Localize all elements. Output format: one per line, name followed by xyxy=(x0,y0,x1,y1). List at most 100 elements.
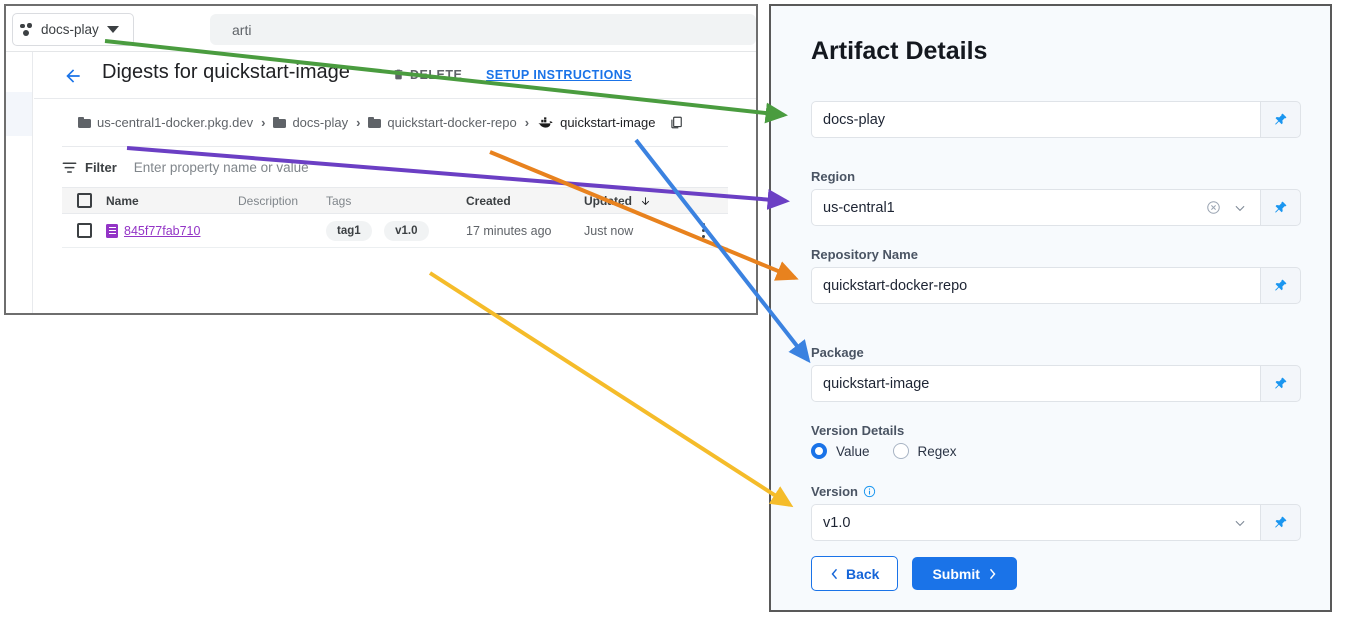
submit-button-label: Submit xyxy=(932,565,980,582)
version-label-row: Version xyxy=(811,484,1301,499)
console-top-bar: docs-play arti xyxy=(6,6,756,52)
version-label: Version xyxy=(811,484,858,499)
pin-button-repository[interactable] xyxy=(1260,267,1301,304)
column-header-tags[interactable]: Tags xyxy=(326,193,352,208)
repository-name-input[interactable]: quickstart-docker-repo xyxy=(811,267,1260,304)
back-arrow-icon[interactable] xyxy=(62,66,84,86)
docker-whale-icon xyxy=(538,116,553,128)
cell-name: 845f77fab710 xyxy=(106,223,238,238)
artifact-details-form-panel: Artifact Details docs-play Region us-cen… xyxy=(769,4,1332,612)
repository-name-label: Repository Name xyxy=(811,247,918,262)
artifact-registry-console-panel: docs-play arti Digests for quickstart-im… xyxy=(4,4,758,315)
breadcrumb-item-package[interactable]: quickstart-image xyxy=(537,115,655,130)
field-version: Version v1.0 xyxy=(811,484,1301,541)
trash-icon xyxy=(394,69,403,80)
submit-button[interactable]: Submit xyxy=(912,557,1017,590)
filter-icon[interactable] xyxy=(62,161,77,174)
pin-button-region[interactable] xyxy=(1260,189,1301,226)
digest-link[interactable]: 845f77fab710 xyxy=(106,223,238,238)
arrow-down-icon xyxy=(642,196,650,205)
pin-icon xyxy=(1275,201,1287,213)
region-input-value: us-central1 xyxy=(823,199,895,216)
tag-chip[interactable]: v1.0 xyxy=(384,220,429,241)
breadcrumb-label: us-central1-docker.pkg.dev xyxy=(97,115,254,130)
package-input[interactable]: quickstart-image xyxy=(811,365,1260,402)
delete-button-label: DELETE xyxy=(410,67,463,82)
table-header-row: Name Description Tags Created Updated xyxy=(62,187,728,214)
search-input[interactable]: arti xyxy=(210,14,756,45)
info-icon[interactable] xyxy=(863,485,876,498)
radio-value[interactable] xyxy=(811,443,827,459)
package-input-value: quickstart-image xyxy=(823,375,930,392)
copy-icon[interactable] xyxy=(669,115,683,130)
table-row[interactable]: 845f77fab710 tag1 v1.0 17 minutes ago Ju… xyxy=(62,214,728,248)
delete-button[interactable]: DELETE xyxy=(392,67,462,82)
folder-icon xyxy=(273,117,287,128)
form-actions: Back Submit xyxy=(811,556,1017,591)
version-input[interactable]: v1.0 xyxy=(811,504,1260,541)
repository-name-input-value: quickstart-docker-repo xyxy=(823,277,968,294)
region-input[interactable]: us-central1 xyxy=(811,189,1260,226)
radio-regex[interactable] xyxy=(892,443,909,459)
project-input[interactable]: docs-play xyxy=(811,101,1260,138)
version-details-radio-group: Value Regex xyxy=(811,443,1301,459)
radio-regex-label: Regex xyxy=(917,443,957,459)
breadcrumb-item-repository[interactable]: quickstart-docker-repo xyxy=(368,115,517,130)
chevron-down-icon[interactable] xyxy=(1233,201,1247,215)
rail-active-indicator xyxy=(6,92,32,136)
field-region: Region us-central1 xyxy=(811,169,1301,226)
back-button[interactable]: Back xyxy=(811,556,899,591)
region-label: Region xyxy=(811,169,856,184)
digests-table: Name Description Tags Created Updated xyxy=(62,187,728,248)
pin-button-package[interactable] xyxy=(1260,365,1301,402)
filter-label: Filter xyxy=(85,159,117,175)
console-left-rail xyxy=(6,52,33,313)
kebab-menu-icon[interactable] xyxy=(701,222,706,240)
chevron-down-icon xyxy=(106,26,119,33)
column-header-updated[interactable]: Updated xyxy=(584,194,679,208)
field-project: docs-play xyxy=(811,101,1301,138)
breadcrumb-separator: › xyxy=(524,115,530,130)
project-selector[interactable]: docs-play xyxy=(12,13,134,46)
breadcrumb-item-project[interactable]: docs-play xyxy=(273,115,348,130)
version-input-value: v1.0 xyxy=(823,514,851,531)
column-header-updated-label: Updated xyxy=(584,193,632,208)
digest-document-icon xyxy=(106,223,118,238)
pin-icon xyxy=(1275,279,1287,291)
chevron-left-icon xyxy=(831,568,838,579)
column-header-description[interactable]: Description xyxy=(238,193,299,208)
back-button-label: Back xyxy=(846,565,880,582)
pin-icon xyxy=(1275,113,1287,125)
version-details-label: Version Details xyxy=(811,423,905,438)
page-title: Digests for quickstart-image xyxy=(102,61,350,83)
package-label: Package xyxy=(811,345,864,360)
select-all-checkbox[interactable] xyxy=(76,193,92,208)
chevron-down-icon[interactable] xyxy=(1233,516,1247,530)
search-input-value: arti xyxy=(232,21,252,38)
breadcrumb-label: docs-play xyxy=(292,115,349,130)
breadcrumb-item-registry[interactable]: us-central1-docker.pkg.dev xyxy=(78,115,253,130)
folder-icon xyxy=(78,117,91,128)
column-header-name[interactable]: Name xyxy=(106,193,139,208)
project-selector-label: docs-play xyxy=(41,22,99,37)
row-checkbox[interactable] xyxy=(76,223,92,238)
row-select-cell xyxy=(62,223,106,238)
pin-button-version[interactable] xyxy=(1260,504,1301,541)
setup-instructions-link[interactable]: SETUP INSTRUCTIONS xyxy=(486,68,632,82)
project-input-value: docs-play xyxy=(823,111,886,128)
filter-bar: Filter Enter property name or value xyxy=(62,147,728,187)
folder-icon xyxy=(368,117,382,128)
console-content: Digests for quickstart-image DELETE SETU… xyxy=(34,52,756,313)
form-title: Artifact Details xyxy=(811,37,988,65)
tag-chip[interactable]: tag1 xyxy=(326,220,372,241)
chevron-right-icon xyxy=(989,568,996,579)
cell-created: 17 minutes ago xyxy=(466,223,552,238)
filter-input[interactable]: Enter property name or value xyxy=(133,159,309,175)
clear-circle-icon[interactable] xyxy=(1206,200,1221,215)
pin-button-project[interactable] xyxy=(1260,101,1301,138)
cell-actions xyxy=(679,222,728,240)
digest-link-label: 845f77fab710 xyxy=(124,223,201,238)
pin-icon xyxy=(1275,516,1287,528)
column-header-created[interactable]: Created xyxy=(466,193,511,208)
field-version-details: Version Details Value Regex xyxy=(811,423,1301,459)
